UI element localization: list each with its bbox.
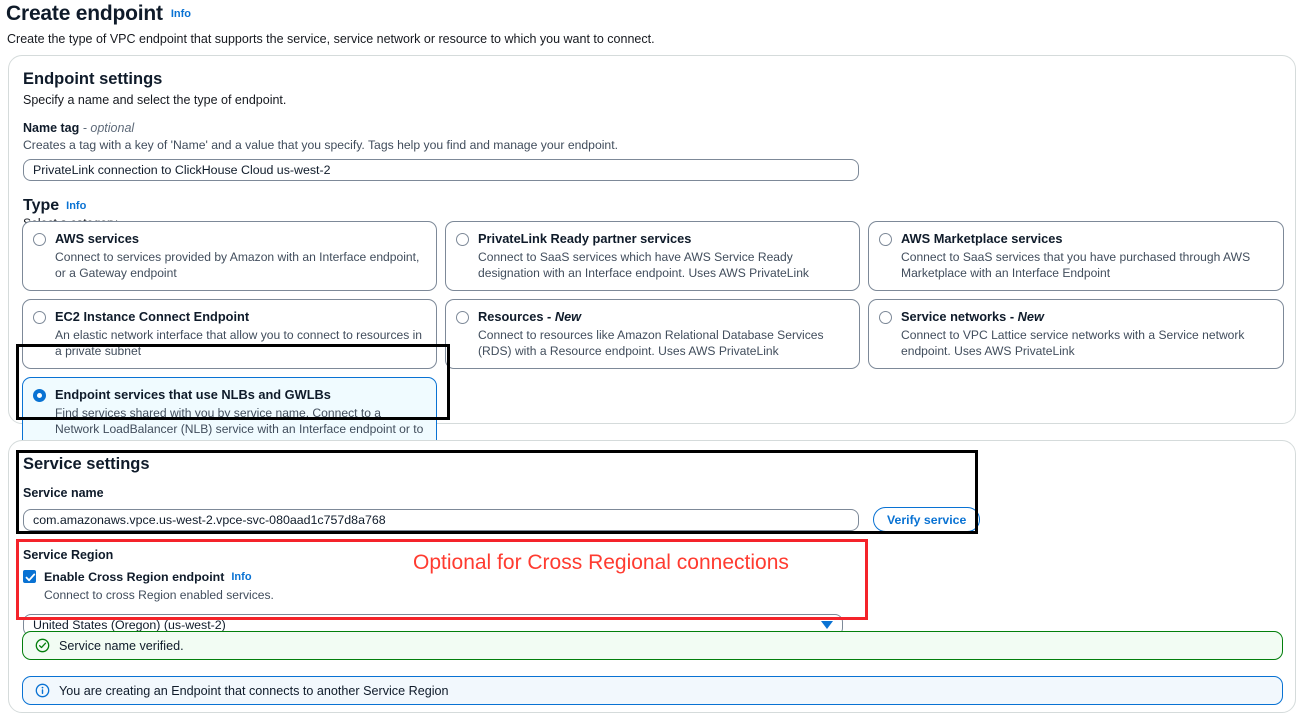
type-label: Type — [23, 197, 60, 214]
type-option-description: Connect to SaaS services which have AWS … — [478, 249, 809, 281]
alert-info-text: You are creating an Endpoint that connec… — [59, 683, 449, 698]
service-region-label: Service Region — [23, 548, 114, 562]
checkmark-icon — [25, 573, 36, 582]
cross-region-checkbox-row[interactable]: Enable Cross Region endpoint Info Connect… — [23, 568, 868, 602]
service-settings-inner: Service settings Service name Verify ser… — [9, 441, 1295, 636]
alert-success-text: Service name verified. — [59, 638, 184, 653]
type-option-name: AWS Marketplace services — [901, 231, 1063, 246]
type-option-body: EC2 Instance Connect Endpoint An elastic … — [55, 309, 425, 359]
endpoint-settings-title: Endpoint settings — [23, 70, 163, 88]
alert-cross-region-info: You are creating an Endpoint that connec… — [22, 676, 1283, 705]
page-subtitle: Create the type of VPC endpoint that sup… — [7, 32, 655, 46]
service-settings-title: Service settings — [23, 455, 150, 473]
endpoint-settings-inner: Endpoint settings Specify a name and sel… — [9, 56, 1295, 230]
radio-unselected-icon[interactable] — [33, 233, 46, 246]
alert-service-name-verified: Service name verified. — [22, 631, 1283, 660]
type-info-link[interactable]: Info — [66, 200, 87, 212]
name-tag-optional: - optional — [82, 121, 135, 135]
type-option-description: Connect to resources like Amazon Relatio… — [478, 328, 824, 359]
page-info-link[interactable]: Info — [170, 8, 192, 20]
cross-region-text-block: Enable Cross Region endpoint Info Connect… — [44, 568, 274, 602]
service-name-label: Service name — [23, 486, 104, 500]
radio-unselected-icon[interactable] — [33, 311, 46, 325]
radio-unselected-icon[interactable] — [879, 233, 892, 246]
type-option-card[interactable]: EC2 Instance Connect Endpoint An elastic … — [22, 299, 437, 370]
name-tag-description: Creates a tag with a key of 'Name' and a… — [23, 138, 618, 152]
type-option-description: Connect to SaaS services that you have p… — [901, 249, 1251, 281]
type-option-name: Service networks - New — [901, 309, 1044, 325]
type-option-name: AWS services — [55, 231, 139, 246]
annotation-text-optional-cross-region: Optional for Cross Regional connections — [413, 551, 789, 574]
service-name-input[interactable] — [23, 508, 859, 531]
page-header: Create endpoint Info Create the type of V… — [0, 0, 1304, 46]
cross-region-description: Connect to cross Region enabled services… — [44, 588, 274, 602]
service-name-field: Service name Verify service — [23, 486, 1281, 532]
type-option-name: PrivateLink Ready partner services — [478, 231, 692, 246]
info-circle-icon — [35, 683, 50, 698]
cross-region-checkbox[interactable] — [23, 570, 36, 583]
type-option-name: Endpoint services that use NLBs and GWLB… — [55, 387, 331, 403]
type-option-description: An elastic network interface that allow … — [55, 328, 423, 359]
radio-unselected-icon[interactable] — [456, 311, 469, 325]
name-tag-field: Name tag - optional Creates a tag with a… — [23, 121, 1281, 181]
type-option-new-badge: New — [1017, 309, 1044, 325]
radio-selected-icon[interactable] — [33, 389, 46, 403]
service-name-row: Verify service — [23, 507, 1281, 532]
cross-region-label: Enable Cross Region endpoint — [44, 570, 225, 584]
name-tag-input[interactable] — [23, 159, 859, 181]
endpoint-settings-subtitle: Specify a name and select the type of en… — [23, 93, 287, 107]
name-tag-label: Name tag - optional — [23, 121, 1281, 135]
type-option-name: Resources - New — [478, 309, 582, 325]
cross-region-label-line: Enable Cross Region endpoint Info — [44, 568, 274, 586]
verify-service-button[interactable]: Verify service — [873, 507, 981, 532]
name-tag-label-text: Name tag — [23, 121, 80, 135]
radio-unselected-icon[interactable] — [456, 233, 469, 246]
cross-region-info-link[interactable]: Info — [231, 571, 252, 583]
chevron-down-icon — [821, 621, 833, 629]
type-option-description: Connect to VPC Lattice service networks … — [901, 328, 1245, 359]
type-option-new-badge: New — [554, 309, 582, 325]
check-circle-icon — [35, 638, 50, 653]
type-option-name: EC2 Instance Connect Endpoint — [55, 309, 250, 325]
radio-unselected-icon[interactable] — [879, 311, 892, 325]
service-region-selected-value: United States (Oregon) (us-west-2) — [33, 618, 226, 632]
service-settings-card: Service settings Service name Verify ser… — [8, 440, 1296, 713]
page-title: Create endpoint — [6, 2, 163, 25]
type-option-description: Connect to services provided by Amazon w… — [55, 249, 420, 281]
